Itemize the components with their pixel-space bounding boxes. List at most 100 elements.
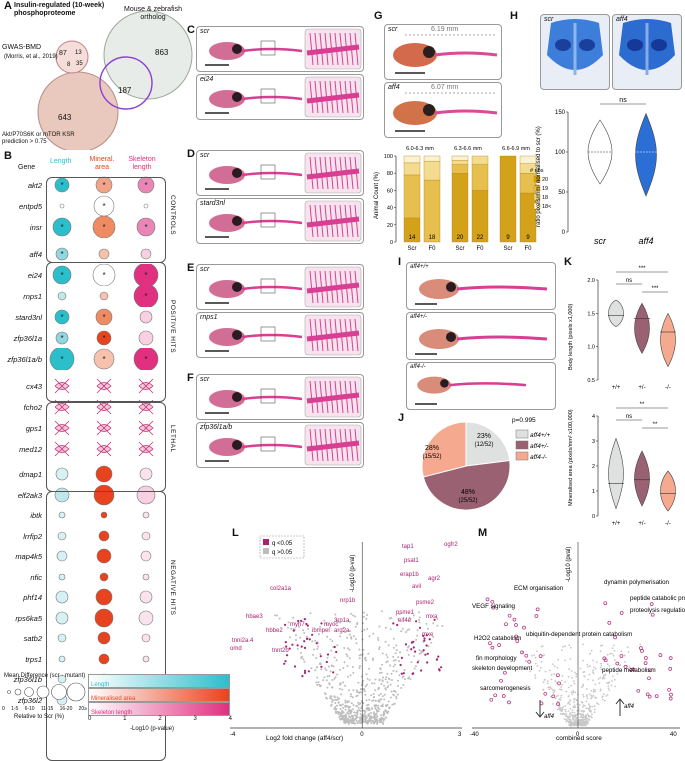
effect-circle xyxy=(54,309,70,325)
panel-label-e: E xyxy=(187,262,195,274)
volcano-point xyxy=(390,679,393,681)
volcano-point xyxy=(379,719,382,721)
volcano-point xyxy=(332,699,334,702)
enrich-sig-point xyxy=(485,597,490,602)
volcano-point xyxy=(319,684,322,687)
volcano-point xyxy=(402,684,405,686)
enrich-point xyxy=(595,661,598,663)
volcano-point xyxy=(436,624,439,627)
enrich-point xyxy=(581,709,584,712)
legend-label: q <0.05 xyxy=(272,541,293,547)
effect-circle xyxy=(95,465,113,483)
enrich-point xyxy=(548,688,551,691)
bar-segment xyxy=(423,160,441,181)
volcano-sig-point xyxy=(307,670,310,673)
volcano-sig-point xyxy=(433,618,436,621)
volcano-gene-label: myoc xyxy=(324,622,338,628)
volcano-point xyxy=(348,715,350,718)
volcano-point xyxy=(381,679,384,682)
volcano-point xyxy=(356,711,359,714)
enrich-point xyxy=(582,714,585,716)
volcano-point xyxy=(366,628,369,630)
legend-relative: Relative to Scr (%) xyxy=(14,714,65,720)
enrich-point xyxy=(624,661,626,663)
volcano-point xyxy=(358,654,361,657)
volcano-point xyxy=(357,681,360,684)
volcano-point xyxy=(383,698,386,701)
volcano-point xyxy=(372,699,375,702)
bar-segment xyxy=(423,179,441,243)
fish-photo-i: aff4+/- xyxy=(406,312,556,360)
bar-skel-label: Skeleton length xyxy=(91,710,133,716)
volcano-point xyxy=(334,702,337,704)
enrich-sig-point xyxy=(668,656,673,660)
group-label-positive: POSITIVE HITS xyxy=(169,300,176,354)
volcano-point xyxy=(334,613,337,616)
enrich-point xyxy=(564,710,567,713)
enrich-point xyxy=(607,685,610,687)
gene-name: entpd5 xyxy=(19,202,42,211)
legend-label: q >0.05 xyxy=(272,550,293,556)
volcano-sig-point xyxy=(333,645,336,649)
enrich-sig-point xyxy=(619,654,624,658)
volcano-point xyxy=(344,719,347,721)
enrich-point xyxy=(567,710,570,712)
pie-frac-label: (15/52) xyxy=(422,454,441,460)
enrich-sig-point xyxy=(507,613,512,618)
x-axis-label: Log2 fold change (aff4/scr) xyxy=(266,735,343,742)
fish-photo: stard3nl xyxy=(196,198,364,244)
volcano-point xyxy=(337,620,340,623)
volcano-point xyxy=(313,648,315,651)
volcano-point xyxy=(359,691,361,694)
volcano-point xyxy=(364,693,367,696)
volcano-point xyxy=(336,704,339,707)
enrich-point xyxy=(591,696,593,698)
volcano-point xyxy=(382,714,385,717)
bar-segment xyxy=(451,173,469,243)
volcano-point xyxy=(328,675,331,677)
enrich-point xyxy=(596,702,598,705)
bar-segment xyxy=(471,164,489,191)
volcano-point xyxy=(316,684,319,686)
volcano-point xyxy=(396,685,399,687)
enrich-point xyxy=(554,697,557,700)
enrich-sig-point xyxy=(524,653,529,658)
volcano-point xyxy=(377,686,380,689)
fish-photo: scr xyxy=(196,150,364,196)
bar-segment xyxy=(519,155,537,164)
volcano-point xyxy=(357,720,360,723)
panel-label-h: H xyxy=(510,10,518,22)
volcano-point xyxy=(418,649,421,652)
significance-star: * xyxy=(102,334,105,343)
y-tick-label: 40 xyxy=(387,206,393,212)
volcano-point xyxy=(348,657,351,660)
volcano-point xyxy=(372,632,375,635)
volcano-point xyxy=(398,674,401,677)
volcano-gene-label: 3rp1a xyxy=(334,618,350,624)
enrich-point xyxy=(557,658,560,661)
enrich-point xyxy=(583,720,586,723)
enrich-point xyxy=(543,678,546,681)
volcano-point xyxy=(395,695,398,698)
enrich-sig-point xyxy=(669,692,673,697)
volcano-point xyxy=(391,703,394,706)
volcano-point xyxy=(359,665,361,668)
volcano-point xyxy=(383,718,386,721)
volcano-point xyxy=(341,710,344,713)
volcano-point xyxy=(299,636,302,639)
group-box-controls xyxy=(46,177,166,263)
volcano-point xyxy=(317,681,320,684)
lethal-cross-icon xyxy=(54,441,70,457)
gene-name: elf2ak3 xyxy=(17,490,42,500)
volcano-point xyxy=(371,659,374,661)
enrich-point xyxy=(580,686,583,689)
enrich-point xyxy=(588,719,591,721)
volcano-point xyxy=(390,617,393,619)
violin-genotype xyxy=(608,437,624,510)
bar-segment xyxy=(403,174,421,219)
volcano-sig-point xyxy=(400,656,403,659)
bar-n-label: 20 xyxy=(457,235,464,241)
enrich-point xyxy=(570,725,573,727)
enrich-point xyxy=(582,685,584,687)
significance-star: * xyxy=(60,313,63,322)
